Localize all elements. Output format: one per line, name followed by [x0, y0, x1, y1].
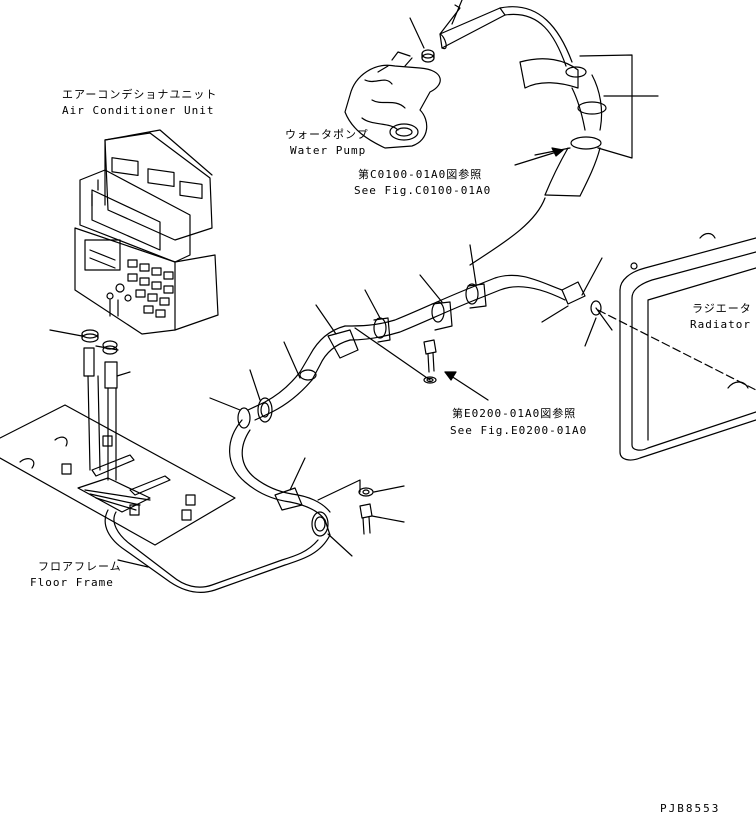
bolts-washers — [358, 339, 437, 535]
ref1-label-jp: 第C0100-01A0図参照 — [358, 168, 483, 181]
pump-label-en: Water Pump — [290, 144, 367, 157]
air-conditioner-unit — [74, 129, 219, 335]
radiator — [619, 232, 756, 461]
upper-hose-fittings — [409, 0, 506, 63]
ref2-label-jp: 第E0200-01A0図参照 — [452, 407, 577, 420]
radiator-label-jp: ラジエータ — [692, 302, 752, 315]
reference-arrows — [444, 147, 564, 401]
aircon-label-jp: エアーコンデショナユニット — [62, 88, 218, 101]
pump-label-jp: ウォータポンプ — [285, 128, 369, 141]
main-pipe — [104, 244, 566, 593]
upper-hose — [499, 6, 659, 197]
ref2-label-en: See Fig.E0200-01A0 — [450, 424, 588, 437]
radiator-label-en: Radiator — [690, 318, 751, 331]
drawing-code: PJB8553 — [660, 802, 721, 815]
ref1-label-en: See Fig.C0100-01A0 — [354, 184, 492, 197]
floor-frame — [0, 404, 236, 568]
floor-label-jp: フロアフレーム — [38, 560, 122, 573]
radiator-fittings — [541, 257, 756, 391]
aircon-label-en: Air Conditioner Unit — [62, 104, 215, 117]
floor-label-en: Floor Frame — [30, 576, 114, 589]
water-pump — [344, 51, 441, 149]
unit-fittings — [49, 329, 131, 481]
